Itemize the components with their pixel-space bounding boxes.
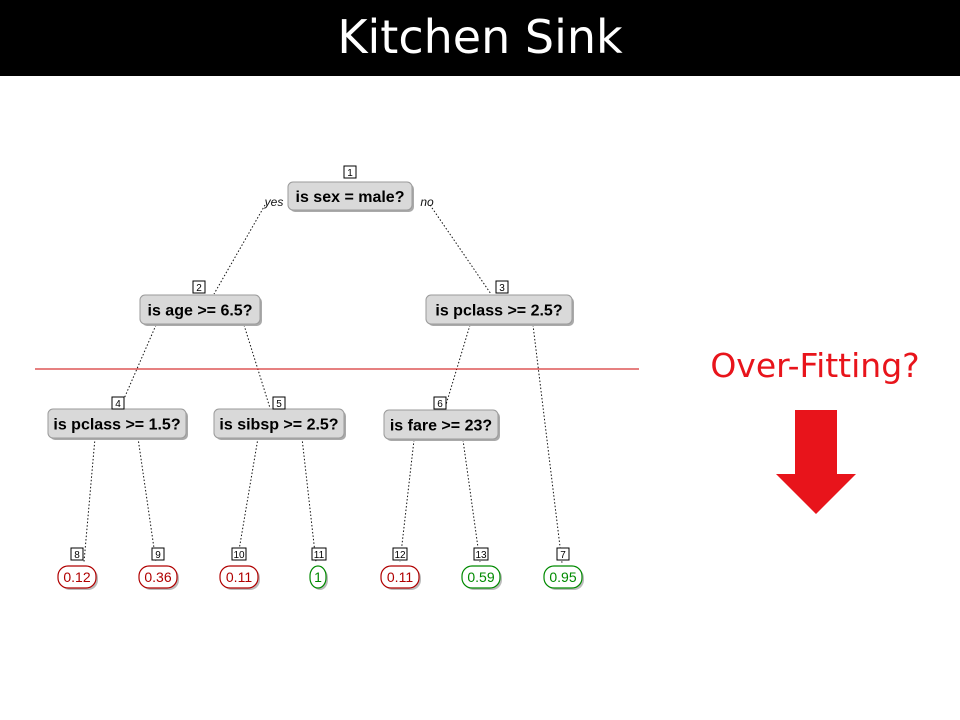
- tree-edge: [213, 204, 266, 295]
- leaf-node: [461, 565, 501, 589]
- tree-edge: [444, 324, 471, 409]
- node-question: is sibsp >= 2.5?: [219, 417, 338, 434]
- node-id-box: [343, 165, 357, 179]
- node-question: is pclass >= 2.5?: [435, 303, 562, 320]
- node-id: 5: [276, 399, 282, 410]
- node-id: 1: [347, 168, 353, 179]
- leaf-id-box: [70, 547, 84, 561]
- leaf-id-box: [392, 547, 408, 561]
- leaf-node: [138, 565, 178, 589]
- node-id: 6: [437, 399, 443, 410]
- node-id-box: [433, 396, 447, 410]
- tree-edge: [532, 324, 563, 564]
- leaf-node: [219, 565, 259, 589]
- tree-edge: [137, 437, 157, 563]
- leaf-id: 10: [233, 550, 245, 561]
- leaf-probability: 0.36: [144, 569, 171, 585]
- node-question: is sex = male?: [296, 189, 405, 206]
- leaf-probability: 0.11: [387, 569, 413, 585]
- tree-edge: [119, 324, 157, 409]
- leaf-id: 9: [155, 550, 161, 561]
- leaf-node: [309, 565, 327, 589]
- tree-edge: [236, 437, 259, 563]
- node-id-box: [495, 280, 509, 294]
- node-id-box: [111, 396, 125, 410]
- node-id-box: [192, 280, 206, 294]
- leaf-probability: 0.95: [549, 569, 576, 585]
- over-fitting-label: Over-Fitting?: [710, 346, 920, 385]
- node-id: 3: [499, 283, 505, 294]
- node-question: is pclass >= 1.5?: [53, 417, 180, 434]
- leaf-probability: 0.11: [226, 569, 252, 585]
- leaf-id: 13: [475, 550, 487, 561]
- node-question: is fare >= 23?: [390, 418, 492, 435]
- leaf-probability: 0.12: [63, 569, 90, 585]
- title-bar: [0, 0, 960, 76]
- node-id-box: [272, 396, 286, 410]
- tree-edge: [399, 439, 415, 563]
- leaf-id: 7: [560, 550, 566, 561]
- leaf-id: 8: [74, 550, 80, 561]
- slide-title: Kitchen Sink: [337, 10, 623, 64]
- node-id: 4: [115, 399, 121, 410]
- leaf-id-box: [151, 547, 165, 561]
- tree-edge: [462, 439, 481, 563]
- tree-node: [425, 294, 573, 325]
- tree-node: [287, 181, 413, 211]
- leaf-id-box: [473, 547, 489, 561]
- leaf-node: [543, 565, 583, 589]
- tree-edge: [83, 437, 96, 563]
- node-id: 2: [196, 283, 202, 294]
- leaf-probability: 0.59: [467, 569, 494, 585]
- leaf-id-box: [556, 547, 570, 561]
- tree-node: [139, 294, 261, 325]
- leaf-probability: 1: [314, 569, 322, 585]
- tree-edge: [243, 324, 271, 409]
- leaf-id: 12: [394, 550, 406, 561]
- leaf-node: [380, 565, 420, 589]
- down-arrow-icon: [776, 410, 856, 514]
- tree-edge: [429, 204, 492, 295]
- leaf-id-box: [311, 547, 327, 561]
- leaf-id-box: [231, 547, 247, 561]
- branch-yes-label: yes: [264, 195, 284, 209]
- tree-node: [383, 409, 499, 440]
- node-question: is age >= 6.5?: [148, 303, 253, 320]
- branch-no-label: no: [420, 195, 434, 209]
- leaf-node: [57, 565, 97, 589]
- leaf-id: 11: [314, 550, 325, 561]
- tree-edge: [301, 437, 317, 563]
